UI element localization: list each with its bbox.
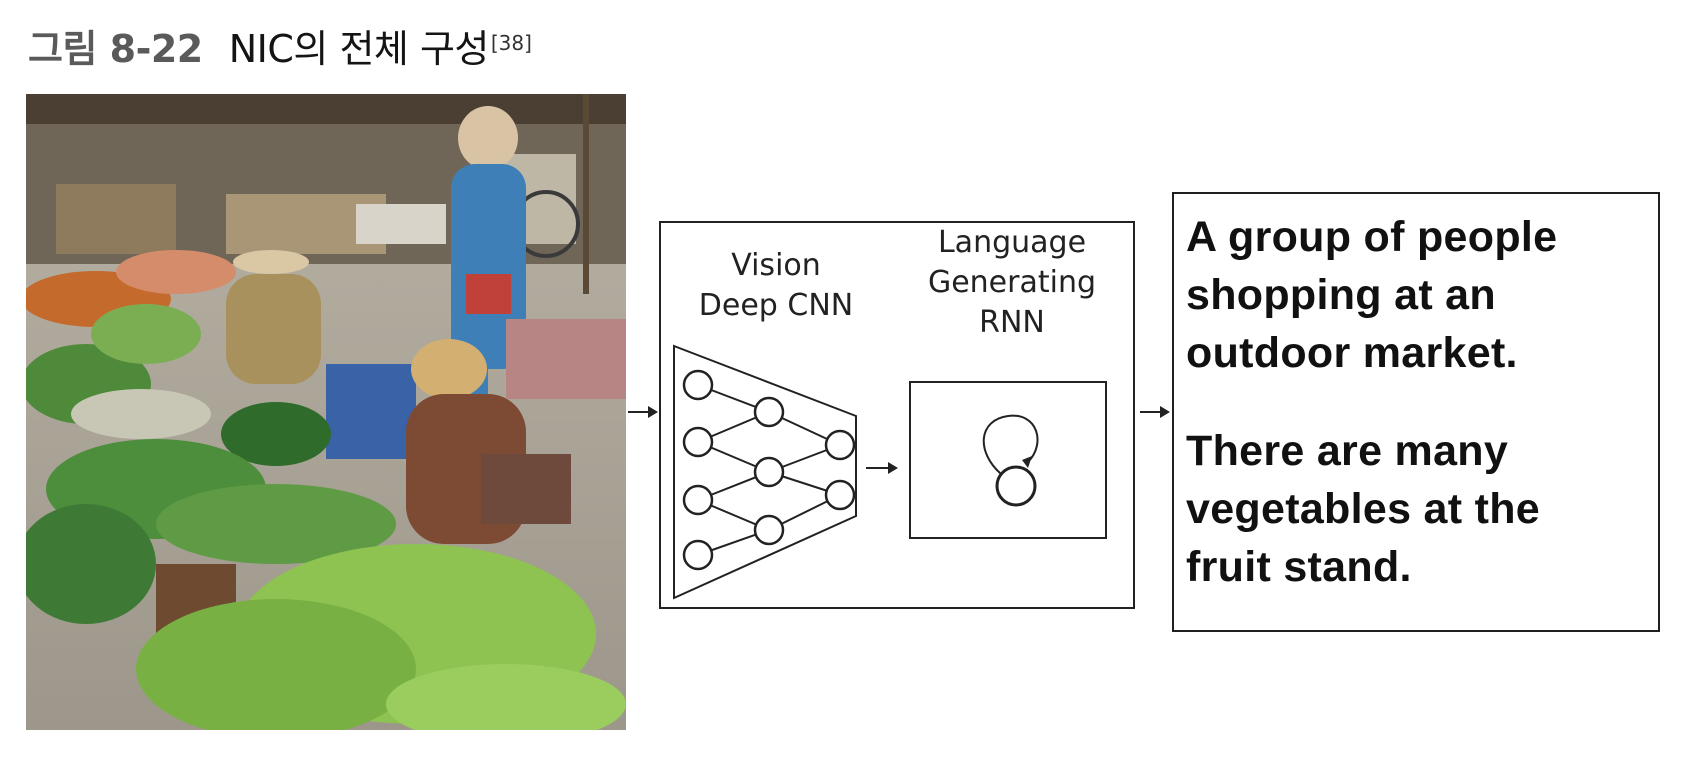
cnn-label-line2: Deep CNN	[699, 288, 853, 323]
caption-sentence-1: A group of people shopping at an outdoor…	[1186, 208, 1648, 382]
figure-caption: 그림 8-22 NIC의 전체 구성 [38]	[28, 18, 532, 74]
recurrent-loop	[982, 414, 1039, 475]
figure-reference: [38]	[490, 31, 532, 55]
caption-line: A group of people	[1186, 213, 1558, 261]
cnn-node	[753, 396, 785, 428]
caption-line: fruit stand.	[1186, 543, 1412, 591]
figure-title: NIC의 전체 구성	[228, 27, 490, 71]
cnn-shape	[673, 344, 857, 600]
caption-sentence-2: There are many vegetables at the fruit s…	[1186, 422, 1648, 596]
caption-line: vegetables at the	[1186, 485, 1541, 533]
nic-model-diagram: Vision Deep CNN Language Generating RNN	[659, 221, 1135, 609]
market-photo	[26, 94, 626, 730]
cnn-node	[682, 369, 714, 401]
caption-line: shopping at an	[1186, 271, 1496, 319]
cnn-node	[753, 514, 785, 546]
model-box	[659, 221, 1135, 609]
output-arrow	[1140, 406, 1170, 418]
rnn-label-line1: Language	[938, 225, 1086, 260]
input-arrow	[628, 406, 658, 418]
rnn-label-line3: RNN	[979, 305, 1045, 340]
cnn-label-line1: Vision	[731, 248, 821, 283]
caption-line: outdoor market.	[1186, 329, 1518, 377]
cnn-node	[753, 456, 785, 488]
generated-caption-box: A group of people shopping at an outdoor…	[1172, 192, 1660, 632]
cnn-node	[824, 479, 856, 511]
rnn-node	[995, 465, 1037, 507]
cnn-node	[824, 429, 856, 461]
cnn-node	[682, 484, 714, 516]
cnn-node	[682, 426, 714, 458]
figure-number: 그림 8-22	[28, 27, 203, 71]
rnn-box	[909, 381, 1107, 539]
rnn-label-line2: Generating	[928, 265, 1096, 300]
cnn-node	[682, 539, 714, 571]
caption-line: There are many	[1186, 427, 1509, 475]
